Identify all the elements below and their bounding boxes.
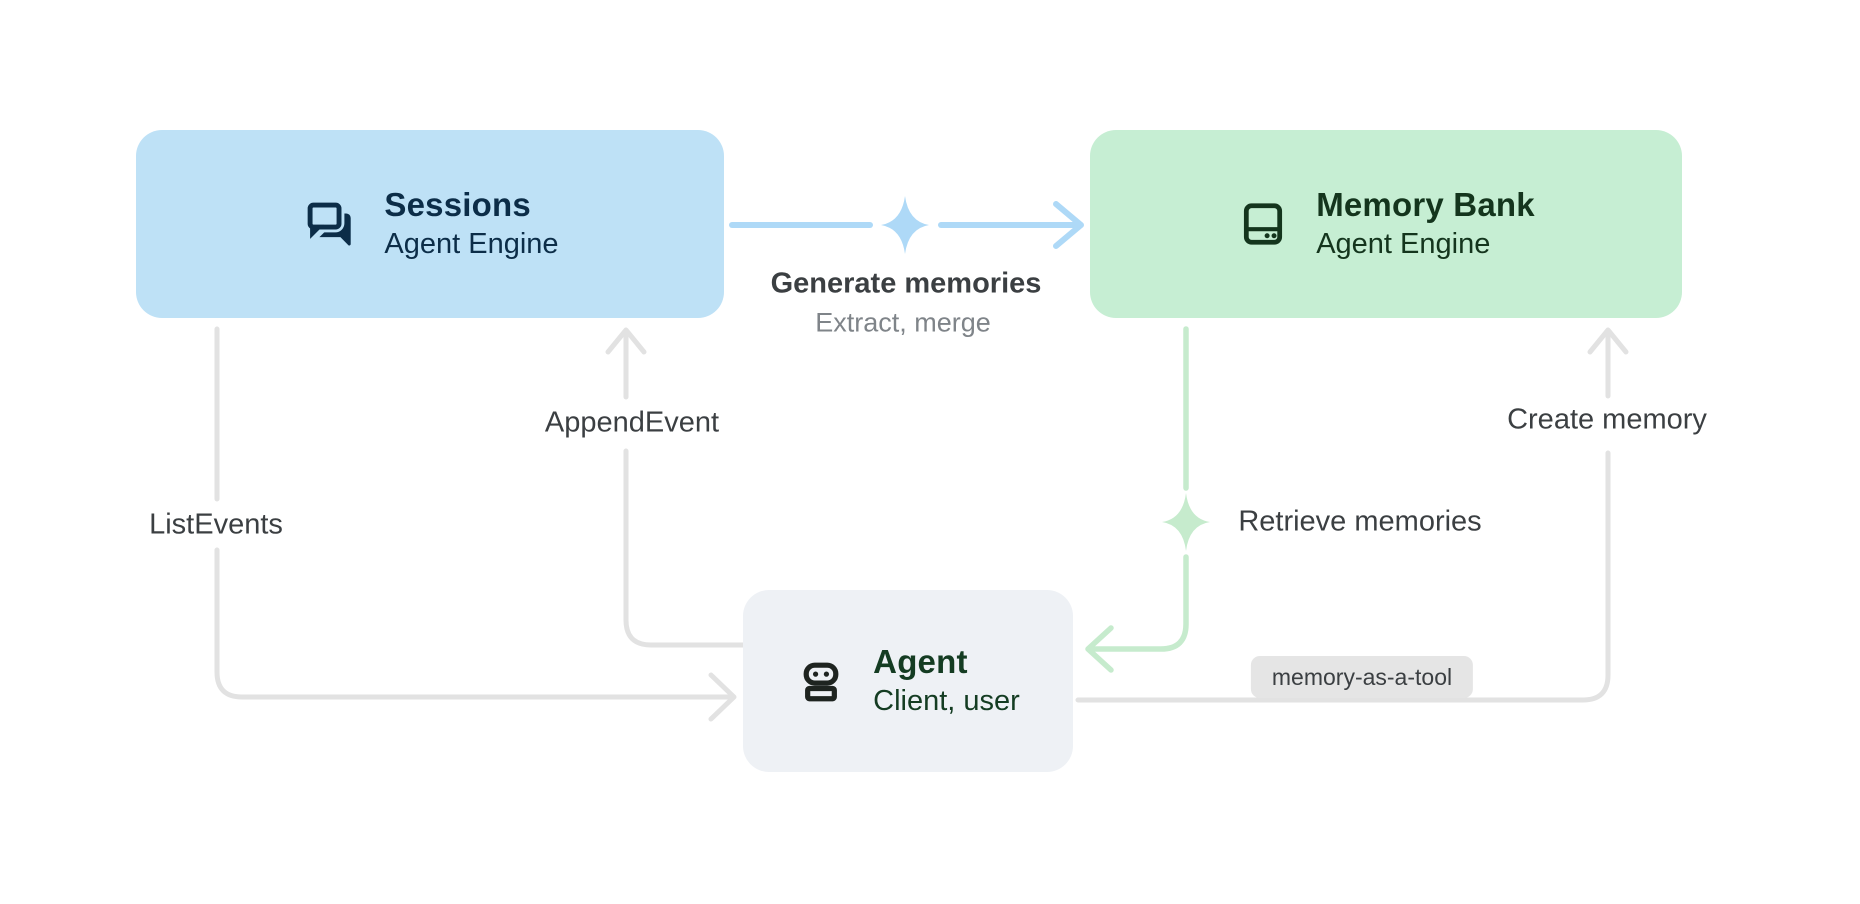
memory-bank-title: Memory Bank: [1316, 186, 1535, 224]
sessions-node: Sessions Agent Engine: [136, 130, 724, 318]
chat-forum-icon: [301, 196, 357, 252]
extract-merge-label: Extract, merge: [815, 307, 991, 338]
green-sparkle-icon: [1162, 493, 1210, 551]
generate-memories-arrow: [729, 201, 1084, 249]
memory-bank-subtitle: Agent Engine: [1316, 227, 1491, 260]
storage-icon: [1237, 198, 1289, 250]
agent-node: Agent Client, user: [743, 590, 1073, 772]
robot-icon: [796, 656, 846, 706]
create-memory-label: Create memory: [1507, 403, 1707, 436]
retrieve-memories-label: Retrieve memories: [1238, 505, 1482, 538]
blue-sparkle-icon: [881, 196, 929, 254]
agent-title: Agent: [873, 643, 968, 681]
retrieve-memories-arrow: [1085, 326, 1189, 673]
memory-bank-node: Memory Bank Agent Engine: [1090, 130, 1682, 318]
list-events-label: ListEvents: [149, 508, 283, 541]
agent-subtitle: Client, user: [873, 684, 1020, 717]
sessions-title: Sessions: [384, 186, 531, 224]
generate-memories-label: Generate memories: [770, 267, 1042, 300]
sessions-subtitle: Agent Engine: [384, 227, 559, 260]
memory-as-a-tool-badge: memory-as-a-tool: [1250, 656, 1474, 698]
list-events-arrow: [214, 326, 737, 722]
append-event-label: AppendEvent: [544, 406, 720, 439]
append-event-arrow: [605, 327, 746, 648]
